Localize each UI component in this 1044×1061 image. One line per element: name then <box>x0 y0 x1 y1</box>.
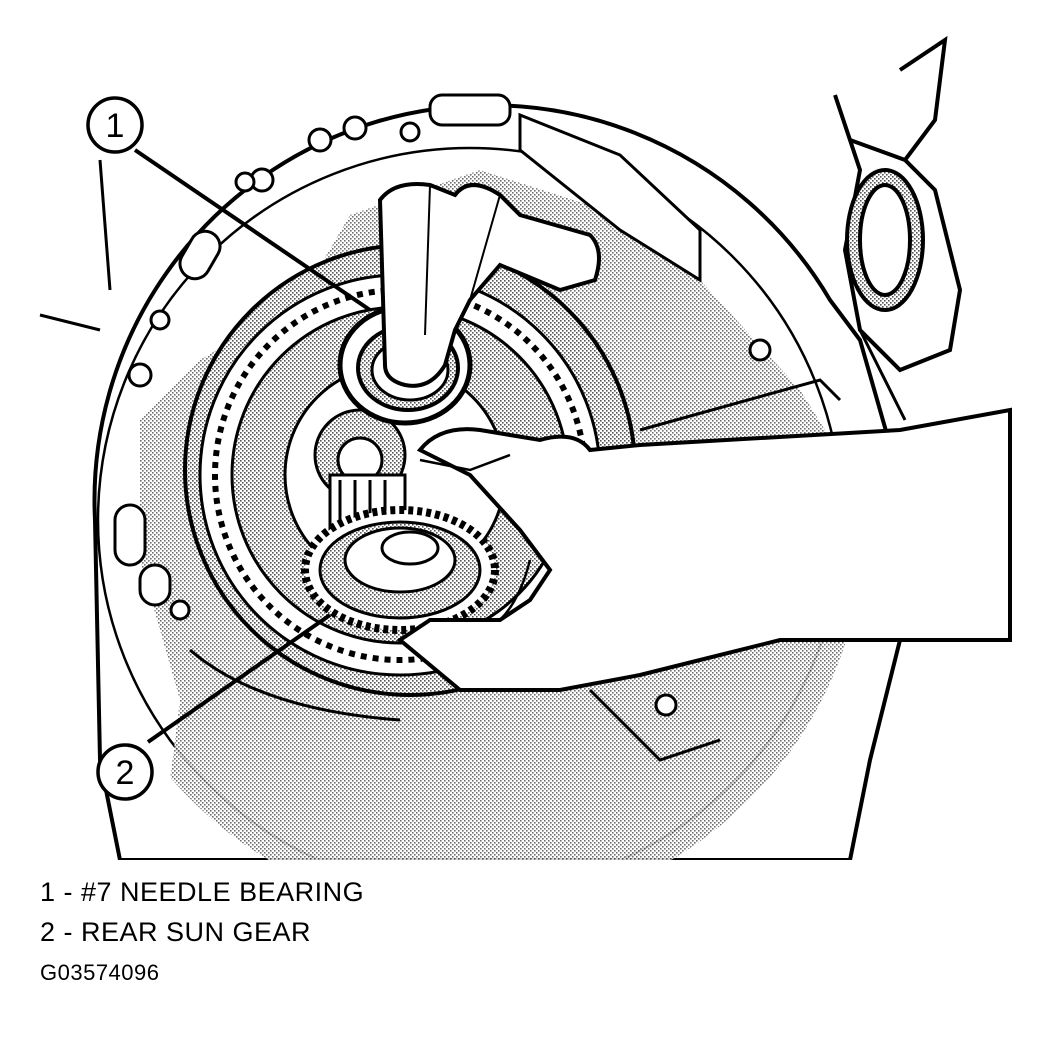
rear-sun-gear <box>301 506 499 634</box>
rim-holes <box>113 93 772 717</box>
side-bracket <box>833 35 963 373</box>
leader-line-1 <box>133 148 372 312</box>
callout-1-number: 1 <box>106 107 125 145</box>
callout-1: 1 <box>86 96 144 154</box>
leader-lines <box>133 148 372 744</box>
legend-item-1: 1 - #7 NEEDLE BEARING <box>40 877 365 907</box>
leader-line-2 <box>146 613 332 744</box>
lower-hand <box>396 407 1012 692</box>
transmission-illustration: 1 2 <box>39 35 1012 860</box>
housing-edges <box>39 159 907 762</box>
figure-code: G03574096 <box>40 960 160 985</box>
callout-2-number: 2 <box>116 754 135 792</box>
callout-2: 2 <box>96 743 154 801</box>
upper-hand <box>377 182 601 388</box>
legend-item-2: 2 - REAR SUN GEAR <box>40 917 312 947</box>
legend: 1 - #7 NEEDLE BEARING 2 - REAR SUN GEAR <box>40 872 364 952</box>
